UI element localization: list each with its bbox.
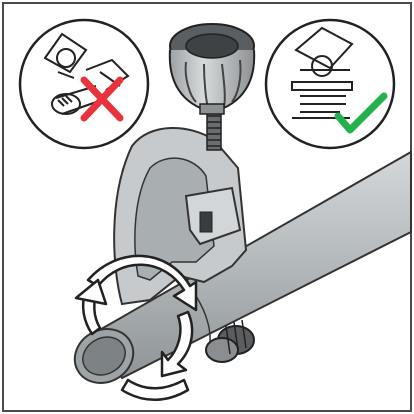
feed-screw bbox=[206, 109, 222, 151]
rotation-arrows-icon bbox=[74, 254, 198, 401]
adjustment-knob bbox=[168, 23, 256, 115]
correct-usage-panel bbox=[264, 18, 396, 150]
red-cross-icon bbox=[80, 76, 124, 122]
wrong-usage-panel bbox=[18, 18, 150, 150]
pipe-cutter-tool bbox=[113, 23, 256, 363]
pipe bbox=[73, 150, 412, 384]
cutter-wheel-correct-sketch bbox=[291, 26, 354, 119]
roller-assembly bbox=[205, 319, 255, 363]
green-check-icon bbox=[334, 92, 388, 134]
